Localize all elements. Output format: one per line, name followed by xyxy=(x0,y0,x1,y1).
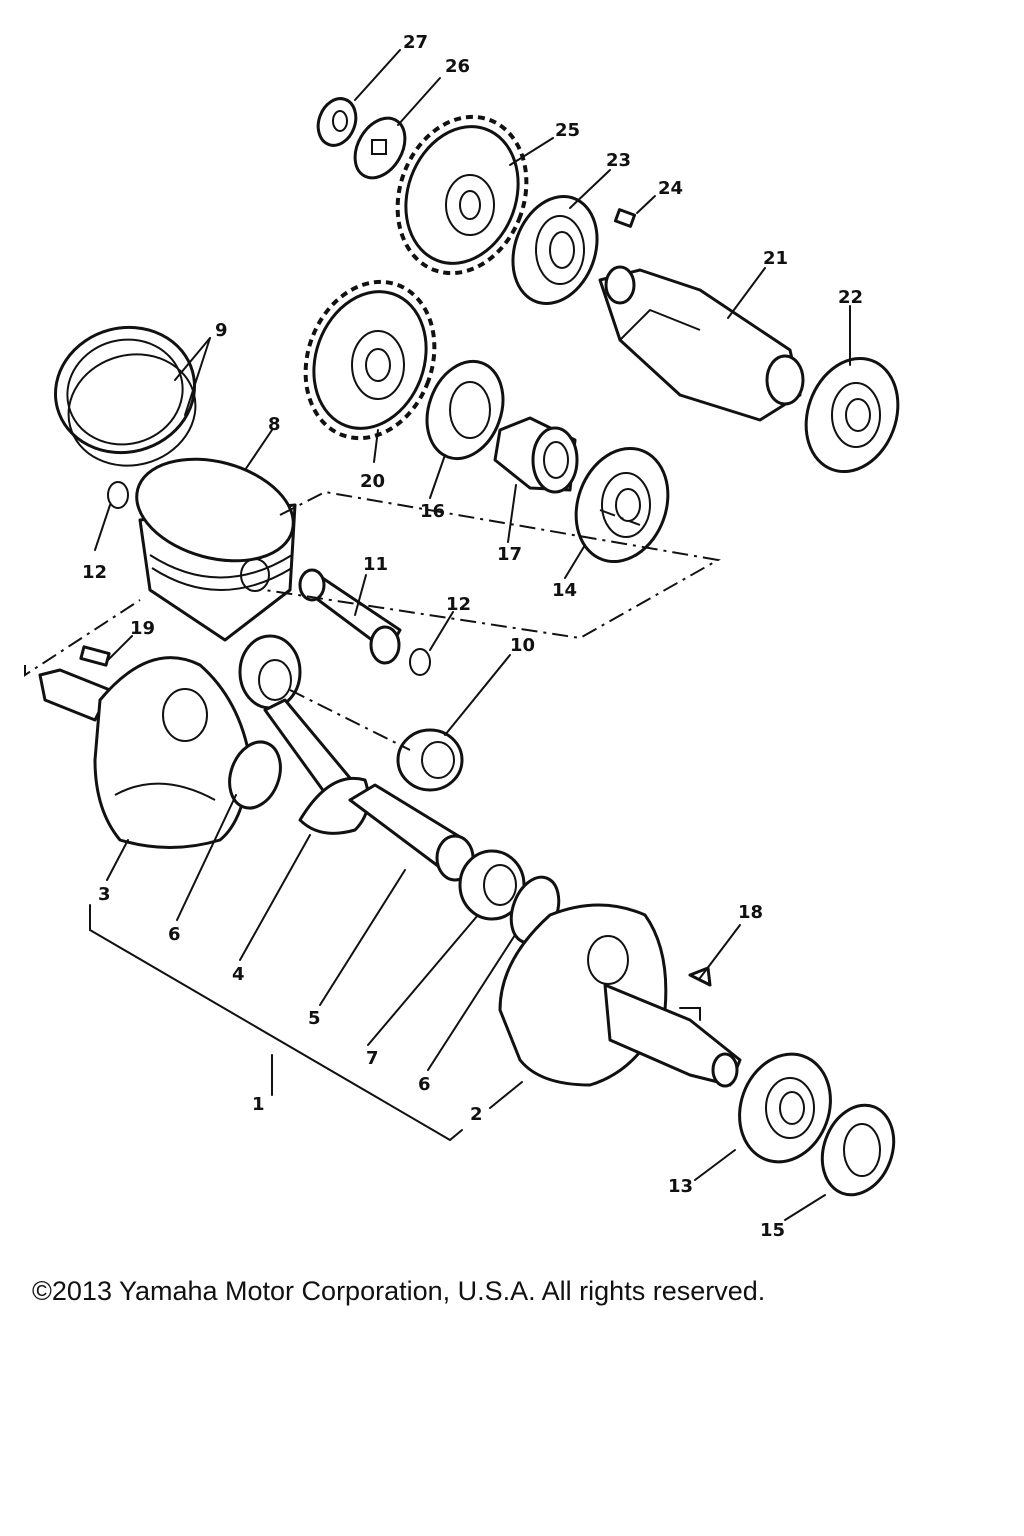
callout-22: 22 xyxy=(838,287,863,308)
part-bearing-balancer xyxy=(804,356,900,474)
part-primary-drive-gear xyxy=(303,279,437,441)
part-needle-bearing-big-end xyxy=(458,849,526,921)
part-bearing-small xyxy=(425,359,505,461)
callout-15: 15 xyxy=(760,1220,785,1241)
callout-12-left: 12 xyxy=(82,562,107,583)
crankshaft-assembly-bracket xyxy=(89,904,463,1142)
part-circlip-right xyxy=(409,648,431,676)
callout-6-left: 6 xyxy=(168,924,181,945)
callout-1: 1 xyxy=(252,1094,265,1115)
callout-13: 13 xyxy=(668,1176,693,1197)
callout-26: 26 xyxy=(445,56,470,77)
callout-25: 25 xyxy=(555,120,580,141)
part-crank-pin xyxy=(348,783,475,882)
callout-16: 16 xyxy=(420,501,445,522)
part-crank-wheel-left xyxy=(38,656,252,849)
callout-6-right: 6 xyxy=(418,1074,431,1095)
crankshaft-exploded-diagram: 27 26 25 23 24 21 22 9 8 20 16 17 14 12 … xyxy=(24,32,900,1241)
part-bearing-crank-right xyxy=(738,1052,832,1164)
part-balancer-shaft xyxy=(598,265,805,422)
part-woodruff-key-upper xyxy=(613,208,637,228)
callout-19: 19 xyxy=(130,618,155,639)
part-piston-pin xyxy=(298,568,402,665)
part-oil-seal xyxy=(820,1103,896,1197)
callout-12-right: 12 xyxy=(446,594,471,615)
alignment-lines xyxy=(24,490,721,751)
part-bearing-upper xyxy=(511,195,599,305)
copyright-notice: ©2013 Yamaha Motor Corporation, U.S.A. A… xyxy=(32,1276,766,1306)
part-piston-rings xyxy=(54,325,197,467)
part-nut xyxy=(316,97,358,147)
callout-8: 8 xyxy=(268,414,281,435)
callout-5: 5 xyxy=(308,1008,321,1029)
callout-21: 21 xyxy=(763,248,788,269)
callout-24: 24 xyxy=(658,178,683,199)
part-balancer-drive-gear xyxy=(395,114,529,276)
part-lock-washer xyxy=(353,116,407,180)
part-bearing-crank-left xyxy=(574,446,670,564)
part-circlip-left xyxy=(107,481,129,509)
part-crank-wheel-right xyxy=(498,903,742,1088)
callout-18: 18 xyxy=(738,902,763,923)
part-collar xyxy=(493,416,579,494)
callout-23: 23 xyxy=(606,150,631,171)
callout-17: 17 xyxy=(497,544,522,565)
callout-3: 3 xyxy=(98,884,111,905)
callout-10: 10 xyxy=(510,635,535,656)
callout-14: 14 xyxy=(552,580,577,601)
leader-lines xyxy=(94,49,851,1221)
callout-11: 11 xyxy=(363,554,388,575)
part-woodruff-key-left xyxy=(79,645,111,667)
part-needle-bearing-small-end xyxy=(396,728,464,792)
callout-labels: 27 26 25 23 24 21 22 9 8 20 16 17 14 12 … xyxy=(82,32,863,1241)
part-thrust-washer-left xyxy=(228,740,282,810)
callout-2: 2 xyxy=(470,1104,483,1125)
part-connecting-rod xyxy=(238,634,370,835)
callout-4: 4 xyxy=(232,964,245,985)
callout-20: 20 xyxy=(360,471,385,492)
callout-7: 7 xyxy=(366,1048,379,1069)
part-piston xyxy=(135,457,297,642)
callout-27: 27 xyxy=(403,32,428,53)
callout-9: 9 xyxy=(215,320,228,341)
